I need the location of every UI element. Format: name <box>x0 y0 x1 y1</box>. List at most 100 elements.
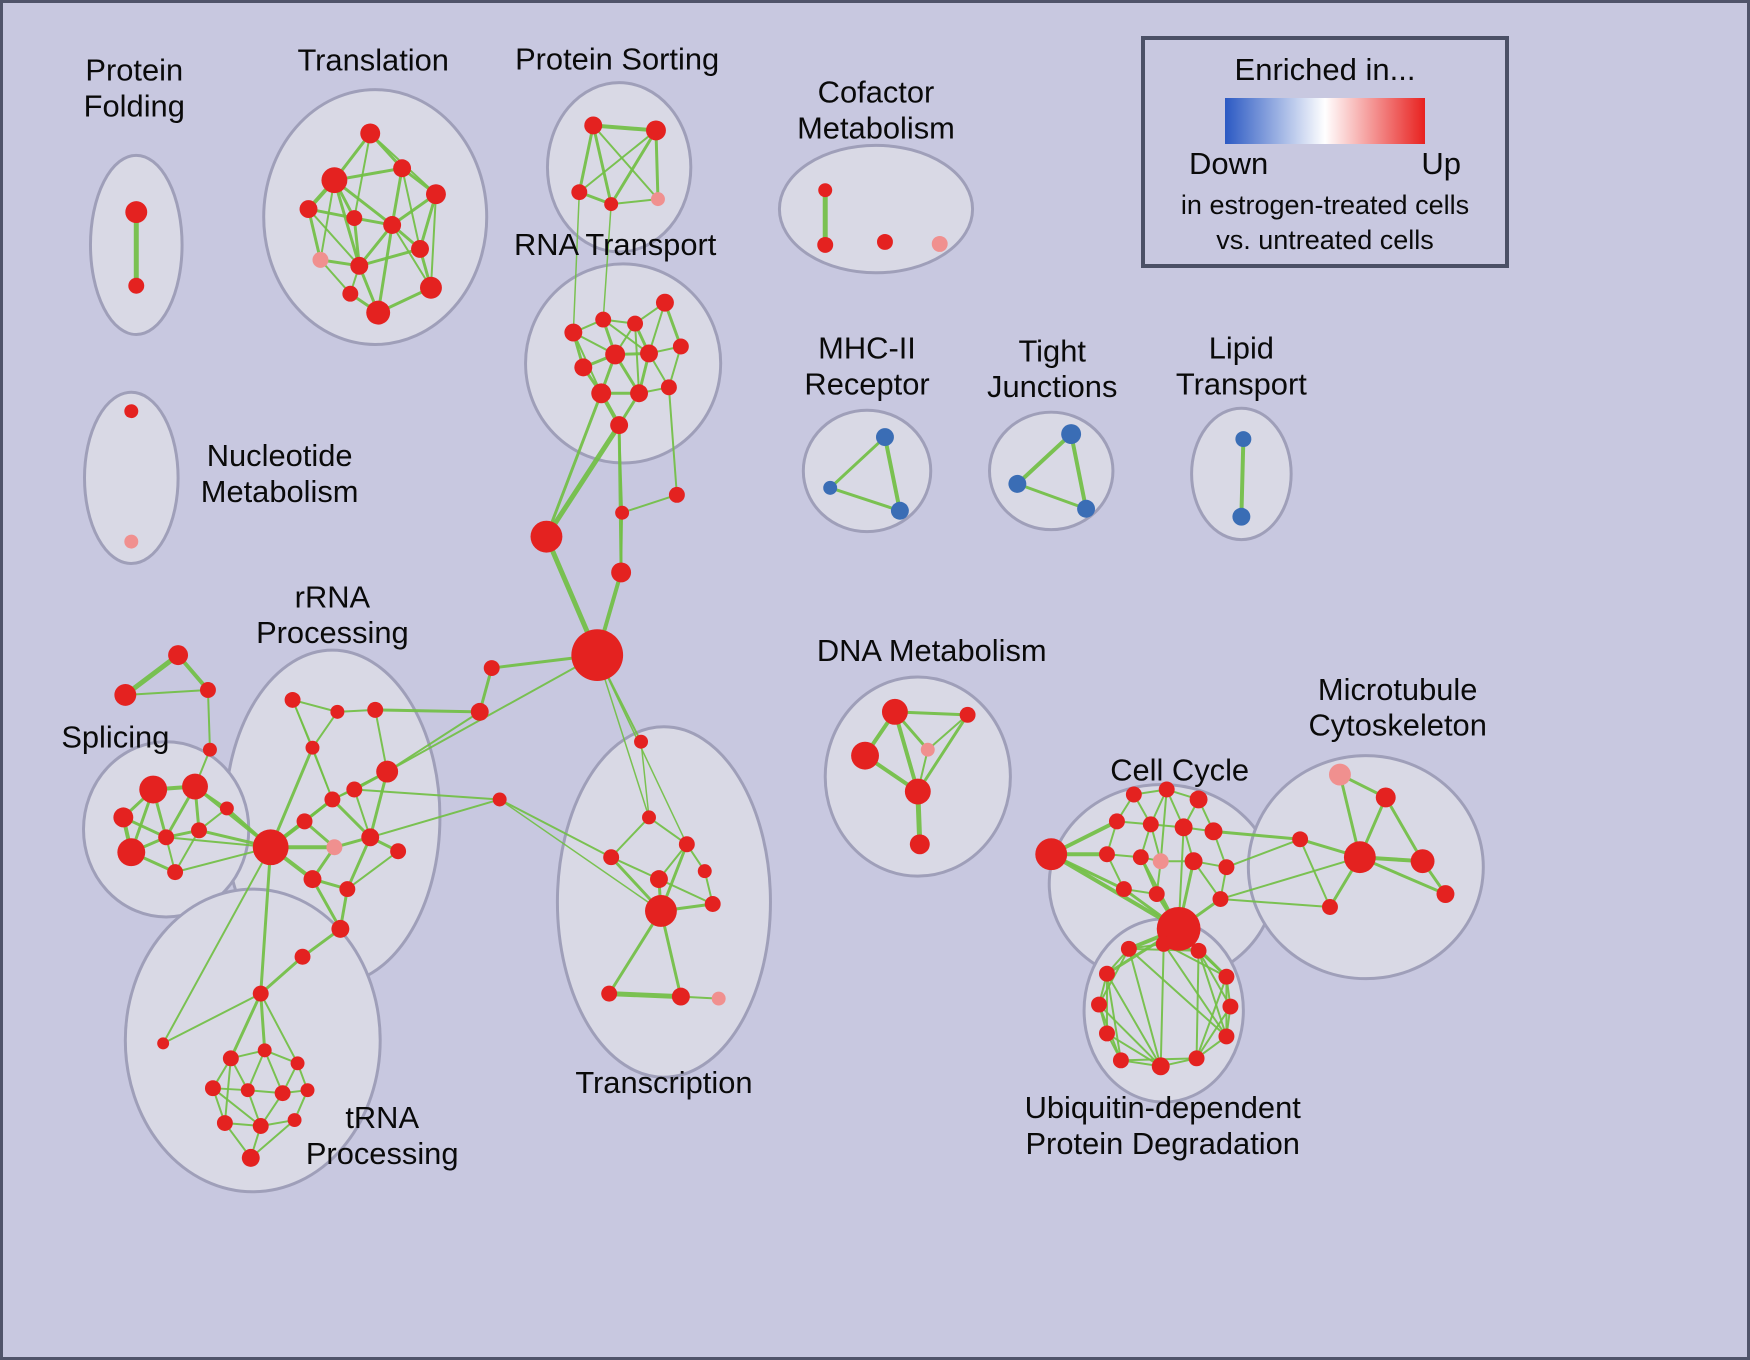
network-edge <box>353 788 501 801</box>
network-nodes <box>113 116 1455 1167</box>
network-edge <box>578 129 657 194</box>
network-node-nm0 <box>124 404 139 419</box>
network-edge <box>249 1119 296 1159</box>
network-node-rr14 <box>294 948 311 965</box>
cluster-ellipse-mhc-ii-receptor <box>801 408 933 534</box>
network-node-rt0 <box>564 323 583 342</box>
network-edge <box>1195 949 1200 1060</box>
cluster-label-protein-sorting: Protein Sorting <box>515 42 719 77</box>
network-node-sD <box>202 742 217 757</box>
network-node-rr9 <box>361 828 380 847</box>
network-node-cc13 <box>1148 886 1165 903</box>
network-edge <box>390 166 404 227</box>
network-edge <box>926 713 969 751</box>
network-edge <box>596 654 650 819</box>
network-edge <box>1299 838 1331 908</box>
network-node-mt4 <box>1410 849 1435 874</box>
network-edge <box>621 493 678 514</box>
network-node-tj1 <box>1008 474 1027 493</box>
network-node-t12 <box>342 285 359 302</box>
network-edge <box>606 991 684 1000</box>
network-edge <box>916 713 970 793</box>
network-node-mt6 <box>1322 899 1338 915</box>
network-node-rr2 <box>367 701 384 718</box>
network-node-rt2 <box>627 315 644 332</box>
network-node-mt1 <box>1375 787 1396 808</box>
network-edge <box>543 422 622 540</box>
network-edge <box>386 710 481 773</box>
network-node-ub7 <box>1099 1025 1115 1042</box>
network-edge <box>357 247 422 268</box>
network-node-t0 <box>360 123 381 144</box>
network-edge <box>1098 1003 1162 1068</box>
network-node-tn2 <box>222 1050 239 1067</box>
network-node-rt6 <box>605 344 626 365</box>
network-node-rt8 <box>591 383 612 404</box>
network-node-txHub <box>645 895 677 927</box>
network-node-tn0 <box>252 985 269 1002</box>
network-node-cc5 <box>1174 818 1193 837</box>
network-node-lt1 <box>1232 507 1251 526</box>
network-node-sp3 <box>117 838 146 867</box>
cluster-ellipse-trna-processing <box>123 887 382 1194</box>
network-node-sp5 <box>191 822 207 839</box>
network-edge <box>1225 838 1302 869</box>
network-node-rr4 <box>376 760 399 783</box>
network-edge <box>346 850 400 891</box>
network-edge <box>828 486 902 513</box>
network-node-tx1 <box>642 810 656 825</box>
network-edge <box>246 1049 266 1092</box>
network-edge <box>1197 949 1228 1038</box>
network-edge <box>307 208 361 267</box>
network-edge <box>1069 432 1089 511</box>
network-node-tn7 <box>274 1085 291 1102</box>
network-node-rr12 <box>339 881 356 898</box>
network-edge <box>206 688 211 751</box>
network-node-tn8 <box>300 1083 315 1098</box>
network-edge <box>1105 972 1122 1062</box>
network-edge <box>429 193 437 289</box>
network-node-ps3 <box>604 197 619 212</box>
network-edge <box>1162 942 1228 1038</box>
network-node-ps2 <box>571 184 588 201</box>
network-node-cc0 <box>1125 786 1142 803</box>
network-node-rr7 <box>296 813 313 830</box>
network-node-t5 <box>346 210 363 227</box>
network-node-lt0 <box>1235 431 1252 448</box>
network-node-tn6 <box>240 1083 255 1098</box>
network-node-dm3 <box>920 742 935 757</box>
network-edge <box>591 123 658 133</box>
network-node-ub2 <box>1190 942 1207 959</box>
network-edge <box>1127 947 1162 1068</box>
network-edge <box>391 224 432 289</box>
network-node-tn4 <box>290 1056 305 1071</box>
network-edge <box>640 740 650 819</box>
network-edge <box>1384 795 1425 863</box>
network-edge <box>223 1057 232 1125</box>
network-edge <box>1212 829 1302 841</box>
network-node-fC <box>668 486 685 503</box>
network-node-sA <box>168 645 189 666</box>
network-node-fE <box>483 660 500 677</box>
network-node-mt3 <box>1343 841 1376 874</box>
network-node-rt5 <box>640 344 658 363</box>
network-edge <box>319 179 336 261</box>
network-node-t2 <box>299 200 318 219</box>
network-edge <box>369 798 501 839</box>
legend-title: Enriched in... <box>1234 52 1416 87</box>
network-node-dm4 <box>904 778 931 805</box>
cluster-ellipse-cofactor-metabolism <box>777 143 975 275</box>
cluster-label-transcription: Transcription <box>575 1065 752 1100</box>
network-node-cf1 <box>817 236 834 253</box>
network-node-rt1 <box>595 311 612 328</box>
network-node-cc1 <box>1158 781 1175 798</box>
cluster-label-rna-transport: RNA Transport <box>514 227 717 262</box>
network-edge <box>572 191 581 334</box>
cluster-ellipse-nucleotide-metabolism <box>83 390 180 566</box>
network-edge <box>1219 856 1361 901</box>
network-edge <box>1105 1032 1162 1068</box>
network-edge <box>269 746 314 849</box>
